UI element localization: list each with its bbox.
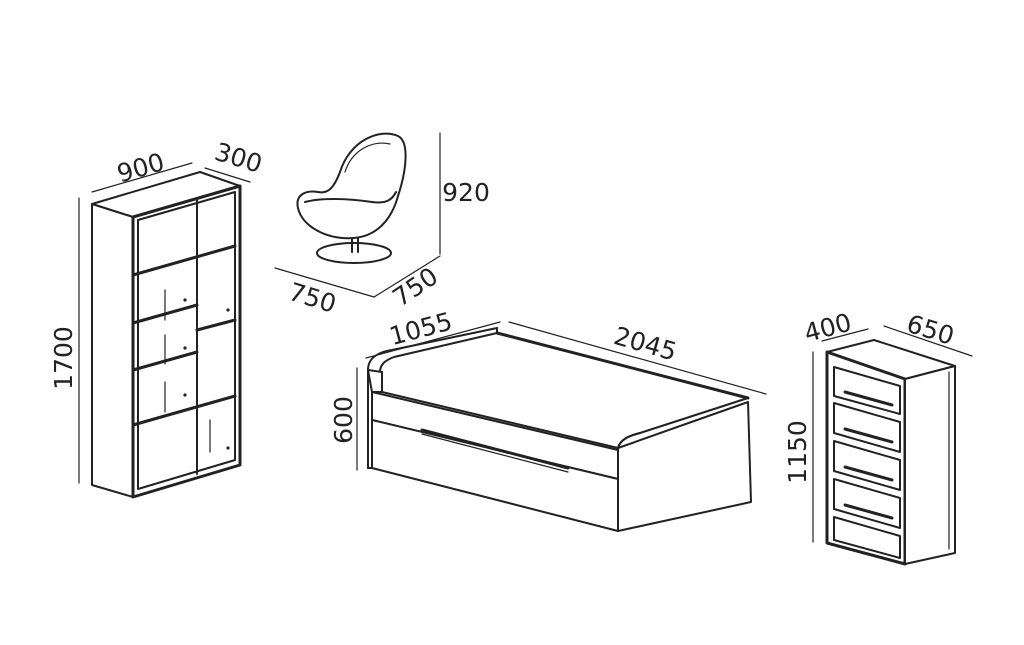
chest-drawer-handle <box>843 427 894 444</box>
chair-shell <box>296 132 407 240</box>
bookcase: 900 300 1700 <box>49 137 266 499</box>
bookcase-height-label: 1700 <box>49 326 78 390</box>
bookcase-shelf <box>131 394 237 427</box>
trundle-bed: 1055 2045 600 <box>329 307 767 532</box>
bookcase-width-label: 900 <box>114 147 168 188</box>
bed-length-dimension-line <box>508 321 767 395</box>
chair-depth-dimension-line <box>373 255 441 298</box>
chest-drawer <box>833 366 901 415</box>
chair-depth-label: 750 <box>387 262 443 313</box>
chest-of-drawers: 400 650 1150 <box>783 308 973 566</box>
chair-base <box>316 242 392 264</box>
chest-depth-dimension-line <box>883 325 973 357</box>
chest-drawer-handle <box>843 390 894 407</box>
bed-depth-dimension-line <box>365 321 501 359</box>
chest-drawer <box>833 478 901 529</box>
chair-width-dimension-line <box>274 267 375 298</box>
bookcase-front <box>131 184 242 499</box>
bookcase-width-dimension-line <box>91 162 193 193</box>
bookcase-shelf <box>131 244 237 277</box>
chair-width-label: 750 <box>285 277 339 319</box>
bookcase-depth-dimension-line <box>204 167 251 183</box>
chest-drawer <box>833 440 901 491</box>
chest-depth-label: 650 <box>903 309 957 351</box>
chest-width-label: 400 <box>801 308 855 348</box>
chest-height-label: 1150 <box>783 420 812 484</box>
bed-height-label: 600 <box>329 396 358 444</box>
chest-drawer <box>833 402 901 453</box>
chest-side <box>904 365 956 565</box>
bookcase-side <box>91 203 134 498</box>
chair-seat <box>304 191 397 204</box>
chest-drawer-handle <box>843 503 894 520</box>
chest-width-dimension-line <box>821 328 869 342</box>
chair-height-label: 920 <box>442 178 490 207</box>
bookcase-shelf <box>195 318 237 332</box>
chest-drawer-handle <box>843 465 894 482</box>
egg-chair: 920 750 750 <box>274 132 490 319</box>
bed-drawer-handle <box>420 428 570 470</box>
chest-drawer <box>833 516 901 559</box>
